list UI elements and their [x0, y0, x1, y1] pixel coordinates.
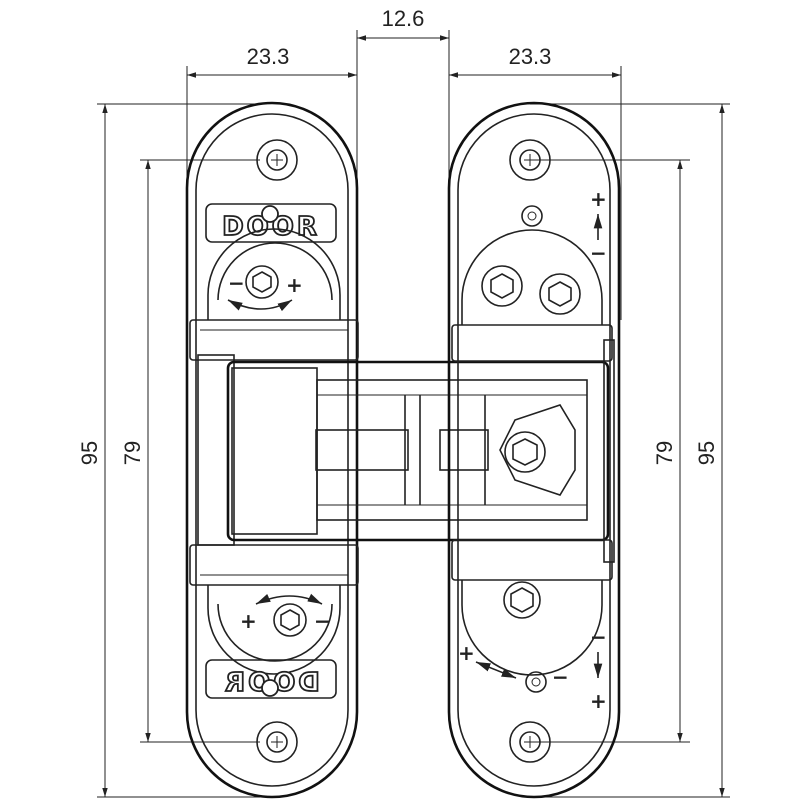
right-bottom-plus-label-b: + — [590, 689, 607, 713]
left-hinge-leaf: DOOR − + + − DOOR — [185, 101, 359, 799]
link-pivot-bolt-icon — [504, 431, 546, 473]
left-bottom-minus-label: − — [314, 609, 331, 633]
left-bottom-plus-label: + — [240, 609, 257, 633]
right-top-screw-hole — [509, 139, 551, 181]
right-top-plus-label: + — [590, 187, 607, 211]
right-hinge-leaf: + − + − − + — [447, 101, 621, 799]
dim-left-spacing-label: 79 — [120, 441, 145, 465]
left-bottom-screw-hole — [256, 721, 298, 763]
right-top-minus-label: − — [590, 241, 607, 265]
dim-right-height-label: 95 — [694, 441, 719, 465]
left-top-screw-hole — [256, 139, 298, 181]
right-top-indicator-icon — [521, 205, 543, 227]
right-bottom-minus-label-a: − — [552, 665, 569, 689]
dim-left-width-label: 23.3 — [247, 44, 290, 69]
left-bottom-adjust-bolt-icon — [273, 603, 307, 637]
right-bottom-screw-hole — [509, 721, 551, 763]
dimension-lines — [97, 30, 730, 798]
right-bottom-minus-label-b: − — [590, 625, 607, 649]
dim-right-width-label: 23.3 — [509, 44, 552, 69]
logo-bottom-screw-icon — [261, 679, 279, 697]
left-top-adjust-bolt-icon — [245, 265, 279, 299]
right-bottom-bolt-icon — [503, 581, 541, 619]
dim-left-height-label: 95 — [77, 441, 102, 465]
dim-right-spacing-label: 79 — [652, 441, 677, 465]
right-bottom-plus-label-a: + — [458, 641, 475, 665]
right-top-bolt-a-icon — [481, 265, 523, 307]
logo-top-screw-icon — [261, 205, 279, 223]
right-bottom-indicator-icon — [525, 671, 547, 693]
hinge-link-mechanism — [197, 354, 610, 546]
dim-gap-label: 12.6 — [382, 6, 425, 31]
right-top-bolt-b-icon — [539, 273, 581, 315]
left-top-minus-label: − — [228, 271, 245, 295]
left-top-plus-label: + — [286, 273, 303, 297]
